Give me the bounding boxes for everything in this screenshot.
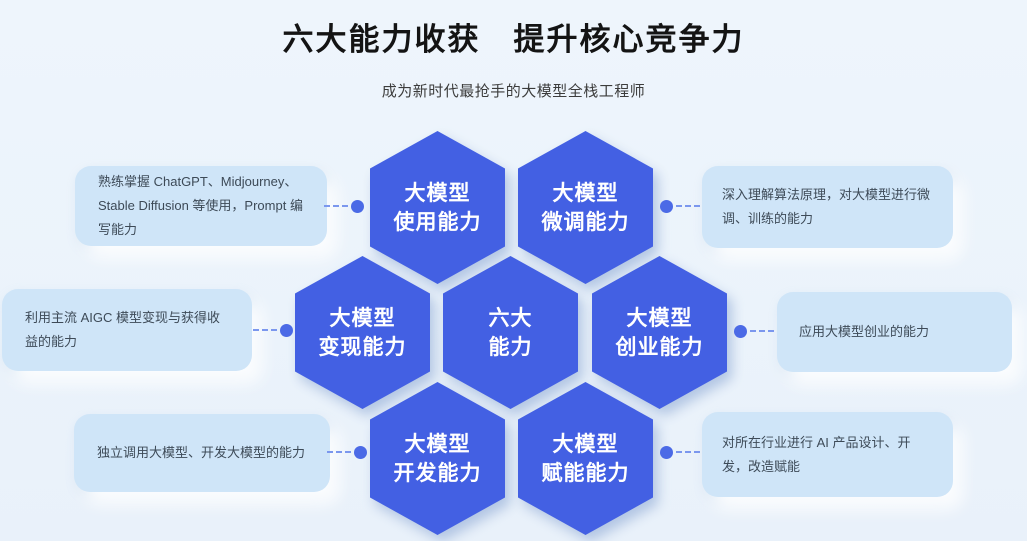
hexagon-startup: 大模型 创业能力 <box>592 256 727 409</box>
connector-empower-dot <box>660 445 673 459</box>
note-empower: 对所在行业进行 AI 产品设计、开发，改造赋能 <box>702 412 953 497</box>
connector-startup <box>731 324 774 338</box>
hexagon-core-shape: 六大 能力 <box>443 256 578 409</box>
note-develop: 独立调用大模型、开发大模型的能力 <box>74 414 330 492</box>
hexagon-usage: 大模型 使用能力 <box>370 131 505 284</box>
hexagon-usage-label-line1: 大模型 <box>404 181 471 205</box>
note-usage: 熟练掌握 ChatGPT、Midjourney、Stable Diffusion… <box>75 166 327 246</box>
page-subtitle: 成为新时代最抢手的大模型全栈工程师 <box>381 83 646 100</box>
connector-empower <box>657 445 700 459</box>
connector-develop-dash <box>327 451 351 453</box>
connector-startup-dot <box>734 324 747 338</box>
hexagon-empower: 大模型 赋能能力 <box>518 382 653 535</box>
note-empower-text: 对所在行业进行 AI 产品设计、开发，改造赋能 <box>722 434 911 474</box>
connector-empower-dash <box>676 451 700 453</box>
hexagon-monetize: 大模型 变现能力 <box>295 256 430 409</box>
connector-usage-dash <box>324 205 348 207</box>
note-startup: 应用大模型创业的能力 <box>777 292 1012 372</box>
connector-usage-dot <box>351 199 364 213</box>
hexagon-core: 六大 能力 <box>443 256 578 409</box>
hexagon-finetune-label-line1: 大模型 <box>552 181 619 205</box>
connector-monetize <box>253 323 296 337</box>
note-usage-text: 熟练掌握 ChatGPT、Midjourney、Stable Diffusion… <box>98 174 303 237</box>
note-finetune: 深入理解算法原理，对大模型进行微调、训练的能力 <box>702 166 953 248</box>
hexagon-empower-label-line1: 大模型 <box>552 432 619 456</box>
hexagon-finetune-shape: 大模型 微调能力 <box>518 131 653 284</box>
hexagon-develop-label-line2: 开发能力 <box>393 461 482 485</box>
hexagon-monetize-label-line2: 变现能力 <box>318 335 407 359</box>
connector-finetune-dash <box>676 205 700 207</box>
connector-usage <box>324 199 367 213</box>
hexagon-startup-label-line2: 创业能力 <box>615 335 704 359</box>
hexagon-monetize-shape: 大模型 变现能力 <box>295 256 430 409</box>
page-title: 六大能力收获 提升核心竞争力 <box>282 22 745 57</box>
hexagon-monetize-label-line1: 大模型 <box>329 306 396 330</box>
hexagon-startup-shape: 大模型 创业能力 <box>592 256 727 409</box>
hexagon-develop-label-line1: 大模型 <box>404 432 471 456</box>
note-finetune-text: 深入理解算法原理，对大模型进行微调、训练的能力 <box>722 187 931 226</box>
note-develop-text: 独立调用大模型、开发大模型的能力 <box>97 445 306 460</box>
hexagon-develop: 大模型 开发能力 <box>370 382 505 535</box>
hexagon-core-label-line1: 六大 <box>488 306 533 330</box>
connector-develop <box>327 445 370 459</box>
connector-monetize-dash <box>253 329 277 331</box>
connector-finetune-dot <box>660 199 673 213</box>
connector-develop-dot <box>354 445 367 459</box>
note-monetize-text: 利用主流 AIGC 模型变现与获得收益的能力 <box>25 310 221 349</box>
note-monetize: 利用主流 AIGC 模型变现与获得收益的能力 <box>2 289 252 371</box>
hexagon-usage-label-line2: 使用能力 <box>393 210 482 234</box>
hexagon-finetune-label-line2: 微调能力 <box>541 210 630 234</box>
connector-finetune <box>657 199 700 213</box>
hexagon-core-label-line2: 能力 <box>488 335 533 359</box>
hexagon-empower-shape: 大模型 赋能能力 <box>518 382 653 535</box>
connector-monetize-dot <box>280 323 293 337</box>
hexagon-finetune: 大模型 微调能力 <box>518 131 653 284</box>
hexagon-startup-label-line1: 大模型 <box>626 306 693 330</box>
connector-startup-dash <box>750 330 774 332</box>
hexagon-usage-shape: 大模型 使用能力 <box>370 131 505 284</box>
note-startup-text: 应用大模型创业的能力 <box>799 324 930 339</box>
hexagon-empower-label-line2: 赋能能力 <box>541 461 630 485</box>
hexagon-develop-shape: 大模型 开发能力 <box>370 382 505 535</box>
